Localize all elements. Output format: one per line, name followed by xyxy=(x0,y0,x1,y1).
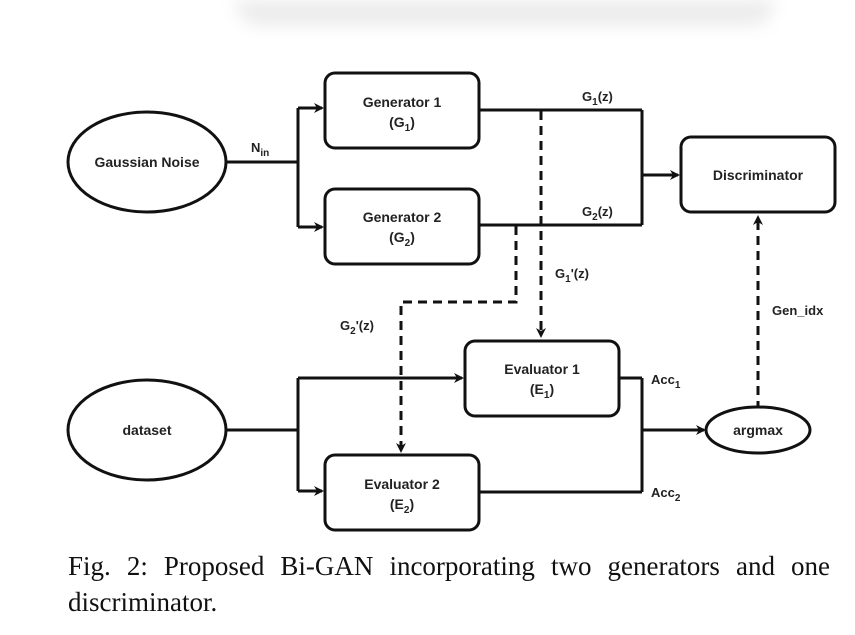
edge-label-g2z: G2(z) xyxy=(582,204,613,223)
node-discriminator: Discriminator xyxy=(679,135,837,214)
edge-label-g1-prime-z: G1'(z) xyxy=(555,266,589,285)
node-dataset: dataset xyxy=(66,378,228,482)
edge-label-acc2: Acc2 xyxy=(651,485,681,504)
node-generator1: Generator 1 (G1) xyxy=(323,71,481,150)
edge-label-acc1: Acc1 xyxy=(651,372,681,391)
generator2-title: Generator 2 xyxy=(363,209,442,225)
edge-label-gen-idx: Gen_idx xyxy=(772,303,824,318)
dashed-connectors xyxy=(396,111,763,453)
edge-label-n-in: Nin xyxy=(251,140,269,159)
argmax-label: argmax xyxy=(733,422,783,438)
figure-caption: Fig. 2: Proposed Bi-GAN incorporating tw… xyxy=(68,551,830,617)
dataset-label: dataset xyxy=(122,422,171,438)
generator1-title: Generator 1 xyxy=(363,94,442,110)
node-evaluator2: Evaluator 2 (E2) xyxy=(323,453,481,532)
node-generator2: Generator 2 (G2) xyxy=(323,187,481,266)
bigan-diagram: Gaussian Noise Generator 1 (G1) Generato… xyxy=(66,71,837,532)
edge-g2prime-to-evaluator2 xyxy=(396,226,518,453)
edge-label-g2-prime-z: G2'(z) xyxy=(340,318,374,337)
node-argmax: argmax xyxy=(704,405,812,455)
discriminator-label: Discriminator xyxy=(713,167,804,183)
top-shadow xyxy=(235,0,775,26)
node-evaluator1: Evaluator 1 (E1) xyxy=(463,339,621,418)
edge-label-g1z: G1(z) xyxy=(582,89,613,108)
evaluator2-title: Evaluator 2 xyxy=(364,476,440,492)
solid-connectors xyxy=(226,103,706,496)
evaluator1-title: Evaluator 1 xyxy=(504,361,580,377)
gaussian-noise-label: Gaussian Noise xyxy=(94,154,199,170)
node-gaussian-noise: Gaussian Noise xyxy=(66,110,228,214)
